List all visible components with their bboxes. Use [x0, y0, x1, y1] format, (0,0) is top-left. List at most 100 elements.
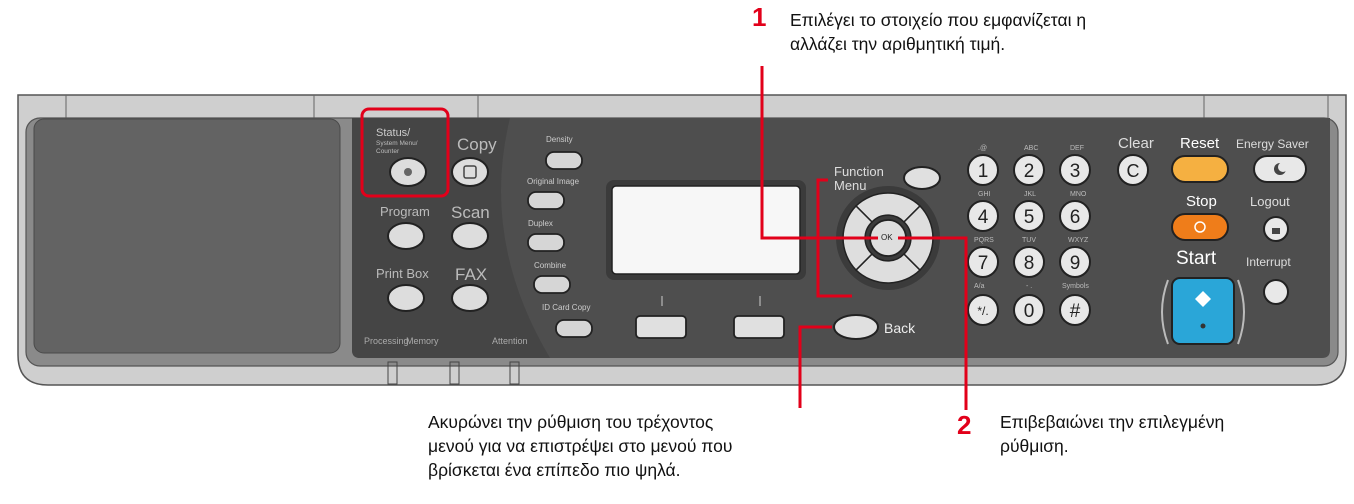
key-hash-sublabel: Symbols — [1062, 283, 1089, 290]
key-0-sublabel: - . — [1026, 283, 1032, 290]
document-area — [33, 118, 341, 354]
callout-back-text: Ακυρώνει την ρύθμιση του τρέχοντος μενού… — [428, 410, 732, 482]
function-menu-label-2: Menu — [834, 178, 867, 193]
key-3[interactable] — [1059, 154, 1091, 186]
panel-foot — [449, 361, 460, 385]
start-diamond-icon — [1195, 291, 1211, 307]
ok-label: OK — [881, 233, 893, 242]
callout-1-line-1: Επιλέγει το στοιχείο που εμφανίζεται η — [790, 10, 1087, 30]
callout-2-number: 2 — [957, 410, 972, 440]
reset-label: Reset — [1180, 135, 1220, 152]
key-3-sublabel: DEF — [1070, 145, 1084, 152]
status-button-icon — [404, 168, 412, 176]
key-star-label: */. — [977, 304, 988, 318]
back-button[interactable] — [833, 314, 879, 340]
lock-icon — [1272, 228, 1280, 234]
key-2-label: 2 — [1024, 161, 1035, 182]
panel-foot — [509, 361, 520, 385]
panel-foot — [387, 361, 398, 385]
logout-label: Logout — [1250, 194, 1290, 209]
start-bracket-left — [1161, 279, 1169, 345]
key-4[interactable] — [967, 200, 999, 232]
id-card-copy-button[interactable] — [555, 319, 593, 338]
density-button[interactable] — [545, 151, 583, 170]
program-button[interactable] — [387, 222, 425, 250]
key-6[interactable] — [1059, 200, 1091, 232]
key-8-label: 8 — [1024, 253, 1035, 274]
key-6-label: 6 — [1070, 207, 1081, 228]
duplex-button[interactable] — [527, 233, 565, 252]
attention-indicator: Attention — [492, 336, 528, 346]
start-bracket-right — [1237, 279, 1245, 345]
key-7-sublabel: PQRS — [974, 237, 994, 244]
clear-button[interactable] — [1117, 154, 1149, 186]
id-card-copy-label: ID Card Copy — [542, 303, 590, 312]
key-7-label: 7 — [978, 253, 989, 274]
clear-key-glyph: C — [1127, 161, 1140, 181]
key-3-label: 3 — [1070, 161, 1081, 182]
left-select-button[interactable] — [635, 315, 687, 339]
key-8[interactable] — [1013, 246, 1045, 278]
key-7[interactable] — [967, 246, 999, 278]
callout-2-leader-line — [898, 236, 968, 410]
key-8-sublabel: TUV — [1022, 237, 1036, 244]
key-9-sublabel: WXYZ — [1068, 237, 1089, 244]
key-0[interactable] — [1013, 294, 1045, 326]
callout-2-line-1: Επιβεβαιώνει την επιλεγμένη — [1000, 412, 1225, 432]
status-sublabel-1: System Menu/ — [376, 140, 418, 147]
status-sublabel-2: Counter — [376, 148, 400, 155]
callout-1-leader-line — [760, 66, 878, 240]
key-2[interactable] — [1013, 154, 1045, 186]
key-hash[interactable] — [1059, 294, 1091, 326]
start-label: Start — [1176, 248, 1217, 269]
fax-button[interactable] — [451, 284, 489, 312]
key-4-label: 4 — [978, 207, 989, 228]
density-label: Density — [546, 135, 573, 144]
combine-button[interactable] — [533, 275, 571, 294]
callout-1-text: Επιλέγει το στοιχείο που εμφανίζεται η α… — [790, 8, 1086, 56]
status-highlight-box — [360, 107, 450, 198]
function-menu-label-1: Function — [834, 164, 884, 179]
key-1-sublabel: .@ — [978, 145, 987, 152]
memory-indicator: Memory — [406, 336, 439, 346]
stop-button[interactable] — [1171, 213, 1229, 241]
duplex-label: Duplex — [528, 219, 553, 228]
callout-1-number: 1 — [752, 2, 767, 32]
function-menu-button[interactable] — [903, 166, 941, 190]
key-star[interactable] — [967, 294, 999, 326]
start-indicator — [1200, 323, 1206, 329]
callout-2-line-2: ρύθμιση. — [1000, 436, 1069, 456]
key-0-label: 0 — [1024, 301, 1035, 322]
back-label: Back — [884, 320, 916, 336]
key-9-label: 9 — [1070, 253, 1081, 274]
interrupt-label: Interrupt — [1246, 255, 1291, 269]
clear-label: Clear — [1118, 135, 1154, 152]
print-box-button[interactable] — [387, 284, 425, 312]
key-9[interactable] — [1059, 246, 1091, 278]
original-image-label: Original Image — [527, 177, 580, 186]
key-4-sublabel: GHI — [978, 191, 991, 198]
interrupt-button[interactable] — [1263, 279, 1289, 305]
status-label: Status/ — [376, 127, 411, 139]
moon-icon-cutout — [1278, 162, 1288, 172]
reset-button[interactable] — [1171, 155, 1229, 183]
back-callout-leader-line — [798, 325, 832, 408]
print-box-label: Print Box — [376, 266, 429, 281]
key-1-label: 1 — [978, 161, 989, 182]
key-5-sublabel: JKL — [1024, 191, 1036, 198]
fax-label: FAX — [455, 265, 487, 284]
key-1[interactable] — [967, 154, 999, 186]
stop-label: Stop — [1186, 193, 1217, 210]
copy-icon — [463, 165, 477, 179]
original-image-button[interactable] — [527, 191, 565, 210]
copy-button[interactable] — [451, 157, 489, 187]
key-5[interactable] — [1013, 200, 1045, 232]
right-select-button[interactable] — [733, 315, 785, 339]
scan-button[interactable] — [451, 222, 489, 250]
callout-back-line-1: Ακυρώνει την ρύθμιση του τρέχοντος — [428, 412, 714, 432]
copy-label: Copy — [457, 135, 497, 154]
start-button[interactable] — [1171, 277, 1235, 345]
callout-back-line-3: βρίσκεται ένα επίπεδο πιο ψηλά. — [428, 460, 681, 480]
key-hash-label: # — [1070, 301, 1081, 322]
